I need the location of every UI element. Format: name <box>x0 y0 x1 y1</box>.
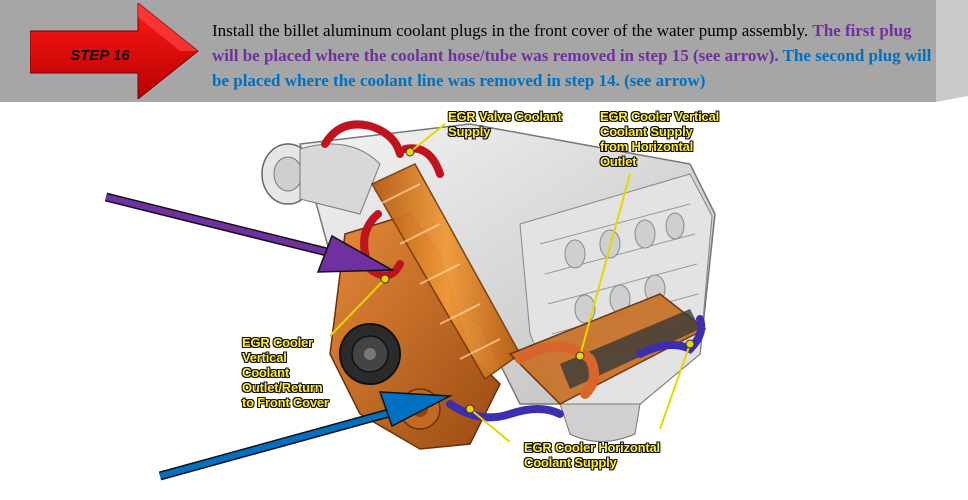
callout-egr-cooler-vertical-supply: EGR Cooler Vertical Coolant Supply from … <box>600 109 720 169</box>
callout-egr-cooler-horizontal-supply: EGR Cooler Horizontal Coolant Supply <box>524 440 660 470</box>
engine-illustration <box>104 120 716 481</box>
step-arrow-icon <box>30 3 199 99</box>
purple-arrow-icon <box>104 192 395 273</box>
engine-diagram: EGR Valve Coolant Supply EGR Cooler Vert… <box>0 104 968 500</box>
callout-leader-dots <box>380 147 695 414</box>
blue-coolant-lines <box>446 315 706 422</box>
header-bevel <box>936 0 968 102</box>
copper-coolant-tube <box>515 341 599 399</box>
instruction-text: Install the billet aluminum coolant plug… <box>212 18 934 93</box>
instruction-second-plug: The second plug will be placed where the… <box>212 46 932 90</box>
callout-egr-cooler-vertical-outlet: EGR Cooler Vertical Coolant Outlet/Retur… <box>242 335 329 410</box>
step-number-label: STEP 16 <box>70 47 130 64</box>
instruction-first-plug: The first plug will be placed where the … <box>212 21 912 65</box>
callout-leader-lines <box>329 123 691 443</box>
callout-egr-valve-coolant-supply: EGR Valve Coolant Supply <box>448 109 562 139</box>
blue-arrow-icon <box>158 391 453 481</box>
step-header: STEP 16 Install the billet aluminum cool… <box>0 0 968 102</box>
instruction-general: Install the billet aluminum coolant plug… <box>212 21 813 40</box>
